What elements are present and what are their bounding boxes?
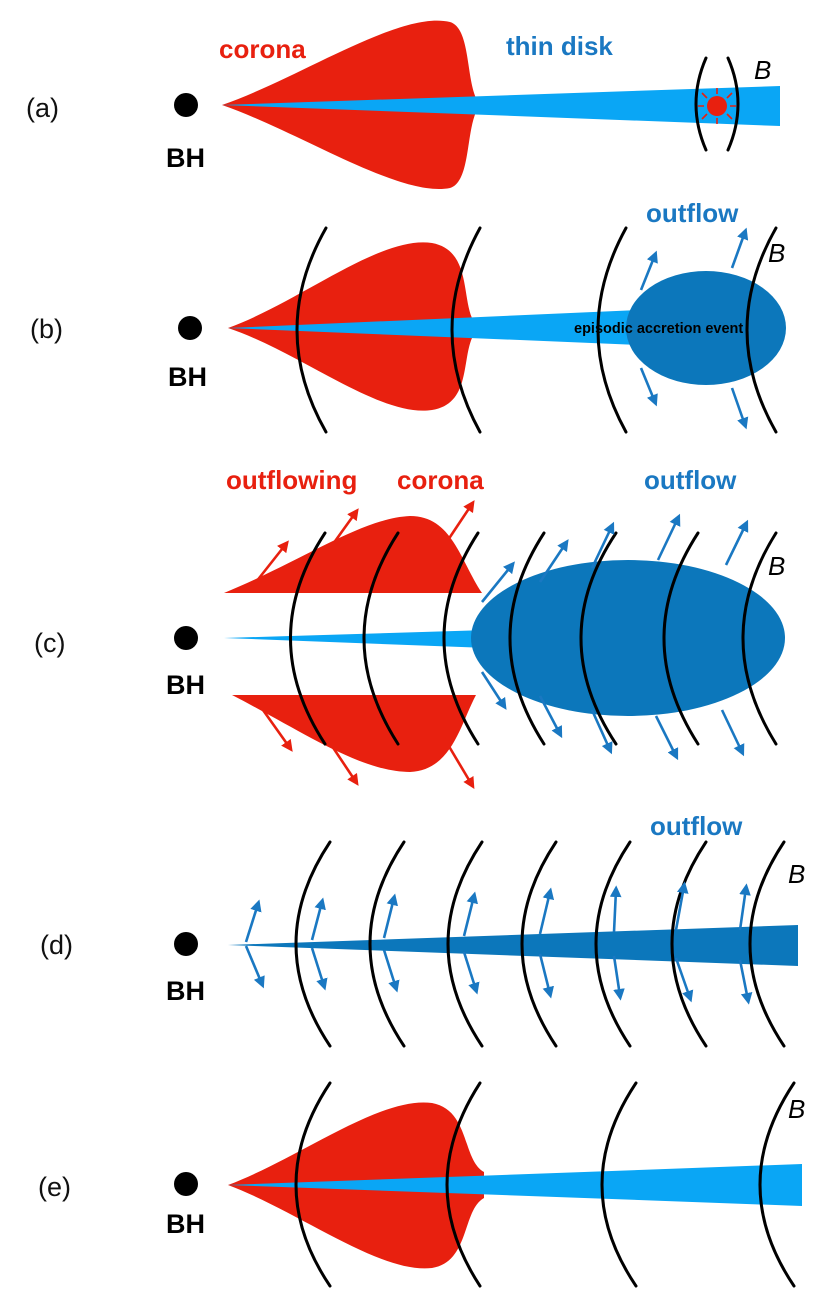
- panel-a-label: (a): [26, 93, 59, 123]
- bh-label-e: BH: [166, 1209, 205, 1239]
- panel-b: (b) BH episodic accretion event outflow …: [30, 198, 786, 434]
- red-arrow-c4: [256, 702, 293, 752]
- field-line-c1: [289, 531, 327, 746]
- blue-arrow-c4: [656, 513, 681, 561]
- field-line-e2: [445, 1081, 482, 1288]
- field-line-e1: [294, 1081, 332, 1288]
- field-line-c4: [508, 531, 546, 746]
- field-line-e4: [758, 1081, 796, 1288]
- red-arrow-c3: [444, 500, 475, 544]
- outflow-label-d: outflow: [650, 811, 743, 841]
- corona-label-c: corona: [397, 465, 484, 495]
- b-label-b: B: [768, 238, 785, 268]
- thin-disk-a: [222, 86, 780, 126]
- outflowing-label-c: outflowing: [226, 465, 357, 495]
- outflow-arrow-b2: [730, 227, 749, 269]
- red-arrow-c2: [326, 508, 359, 552]
- blue-arrow-c10: [720, 709, 745, 757]
- field-line-b2: [450, 226, 482, 434]
- panel-c-label: (c): [34, 628, 65, 658]
- b-label-d: B: [788, 859, 805, 889]
- panel-c: (c) BH outflowing corona outflow B: [34, 465, 785, 790]
- thin-disk-e: [228, 1164, 802, 1206]
- b-label-c: B: [768, 551, 785, 581]
- field-line-c6: [662, 531, 700, 746]
- blue-arrow-c8: [590, 709, 613, 755]
- field-line-b4: [745, 226, 778, 434]
- outflowing-corona-bottom-c: [232, 695, 476, 772]
- corona-label-a: corona: [219, 34, 306, 64]
- field-line-d3: [446, 840, 484, 1048]
- field-line-b3: [596, 226, 628, 434]
- blue-arrow-c9: [654, 715, 679, 761]
- thin-disk-d: [228, 925, 798, 966]
- field-line-d2: [368, 840, 406, 1048]
- accretion-event-blob-b: [626, 271, 786, 385]
- field-line-c2: [362, 531, 400, 746]
- field-line-b1: [295, 226, 328, 434]
- field-line-d5: [594, 840, 632, 1048]
- panel-e-label: (e): [38, 1172, 71, 1202]
- field-line-d7: [748, 840, 786, 1048]
- bh-label-a: BH: [166, 143, 205, 173]
- bh-label-c: BH: [166, 670, 205, 700]
- field-line-d1: [294, 840, 332, 1048]
- episodic-event-label-b: episodic accretion event: [574, 321, 743, 337]
- panel-d-label: (d): [40, 930, 73, 960]
- black-hole-d: [174, 932, 198, 956]
- field-line-d6: [670, 840, 708, 1048]
- outflow-arrows-d: [244, 881, 753, 1005]
- field-line-d4: [520, 840, 558, 1048]
- blue-arrow-c2: [538, 539, 569, 583]
- red-arrow-c1: [254, 540, 289, 583]
- bh-label-d: BH: [166, 976, 205, 1006]
- panel-d: (d) BH outflow B: [40, 811, 805, 1048]
- thin-disk-c: [224, 630, 488, 648]
- panel-e: (e) BH B: [38, 1081, 805, 1288]
- blue-arrow-c3: [590, 521, 615, 569]
- blue-arrow-c7: [538, 695, 563, 739]
- panel-a: (a) BH corona thin disk B: [26, 20, 780, 190]
- field-line-c5: [579, 531, 618, 746]
- black-hole-e: [174, 1172, 198, 1196]
- outflow-label-c: outflow: [644, 465, 737, 495]
- black-hole-b: [178, 316, 202, 340]
- field-line-c7: [741, 531, 778, 746]
- bh-label-b: BH: [168, 362, 207, 392]
- outflow-blob-c: [471, 560, 785, 716]
- field-line-e3: [600, 1081, 638, 1288]
- b-label-a: B: [754, 55, 771, 85]
- outflowing-corona-top-c: [224, 516, 482, 593]
- thin-disk-b: [228, 310, 640, 345]
- flare-a: [698, 88, 736, 124]
- outflow-arrow-b1: [639, 250, 658, 291]
- blue-arrow-c5: [724, 519, 749, 566]
- black-hole-a: [174, 93, 198, 117]
- outflow-label-b: outflow: [646, 198, 739, 228]
- outflow-arrow-b4: [730, 387, 749, 430]
- blue-arrow-c1: [480, 561, 515, 603]
- outflow-arrow-b3: [639, 367, 658, 407]
- panel-b-label: (b): [30, 314, 63, 344]
- field-line-a2: [726, 56, 740, 152]
- red-arrow-c5: [324, 736, 359, 786]
- field-line-c3: [442, 531, 480, 746]
- red-arrow-c6: [442, 737, 475, 790]
- black-hole-c: [174, 626, 198, 650]
- field-line-a1: [694, 56, 708, 152]
- blue-arrow-c6: [480, 671, 507, 710]
- thin-disk-label-a: thin disk: [506, 31, 613, 61]
- b-label-e: B: [788, 1094, 805, 1124]
